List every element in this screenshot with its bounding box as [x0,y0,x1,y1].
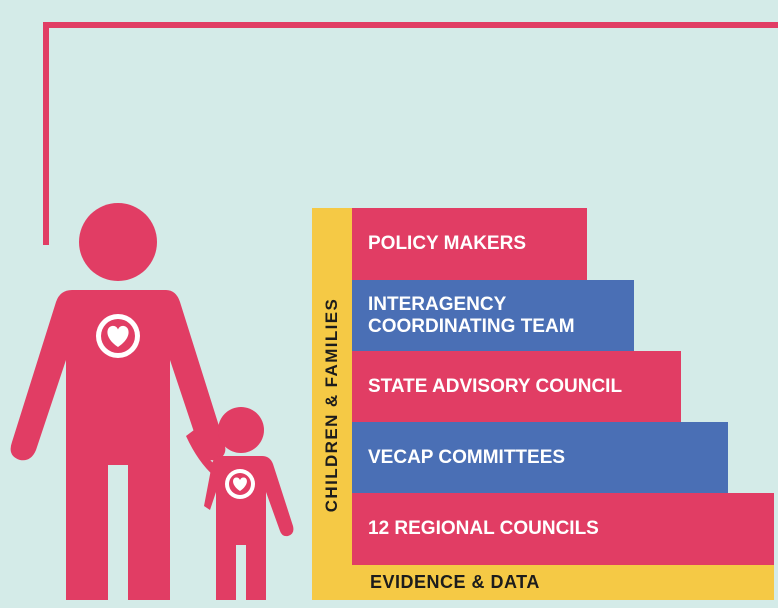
heart-icon [225,469,255,499]
children-families-label: CHILDREN & FAMILIES [322,297,341,513]
step-interagency-coordinating-team: INTERAGENCY COORDINATING TEAM [352,280,634,351]
child-figure-icon [186,407,294,600]
frame-line-left [43,22,49,245]
evidence-data-label: EVIDENCE & DATA [370,572,540,592]
step-policy-makers: POLICY MAKERS [352,208,587,280]
step-label: INTERAGENCY COORDINATING TEAM [368,293,575,337]
frame-line-top [43,22,778,28]
step-12-regional-councils: 12 REGIONAL COUNCILS [352,493,774,565]
step-label: POLICY MAKERS [368,233,527,254]
heart-icon [96,314,140,358]
step-label: 12 REGIONAL COUNCILS [368,518,599,539]
parent-figure-icon [10,203,226,600]
children-families-bar [312,208,352,600]
step-label: VECAP COMMITTEES [368,446,566,468]
step-label: STATE ADVISORY COUNCIL [368,375,623,397]
family-illustration [10,203,294,600]
step-state-advisory-council: STATE ADVISORY COUNCIL [352,351,681,422]
evidence-data-bar: EVIDENCE & DATA [352,565,774,600]
step-vecap-committees: VECAP COMMITTEES [352,422,728,493]
